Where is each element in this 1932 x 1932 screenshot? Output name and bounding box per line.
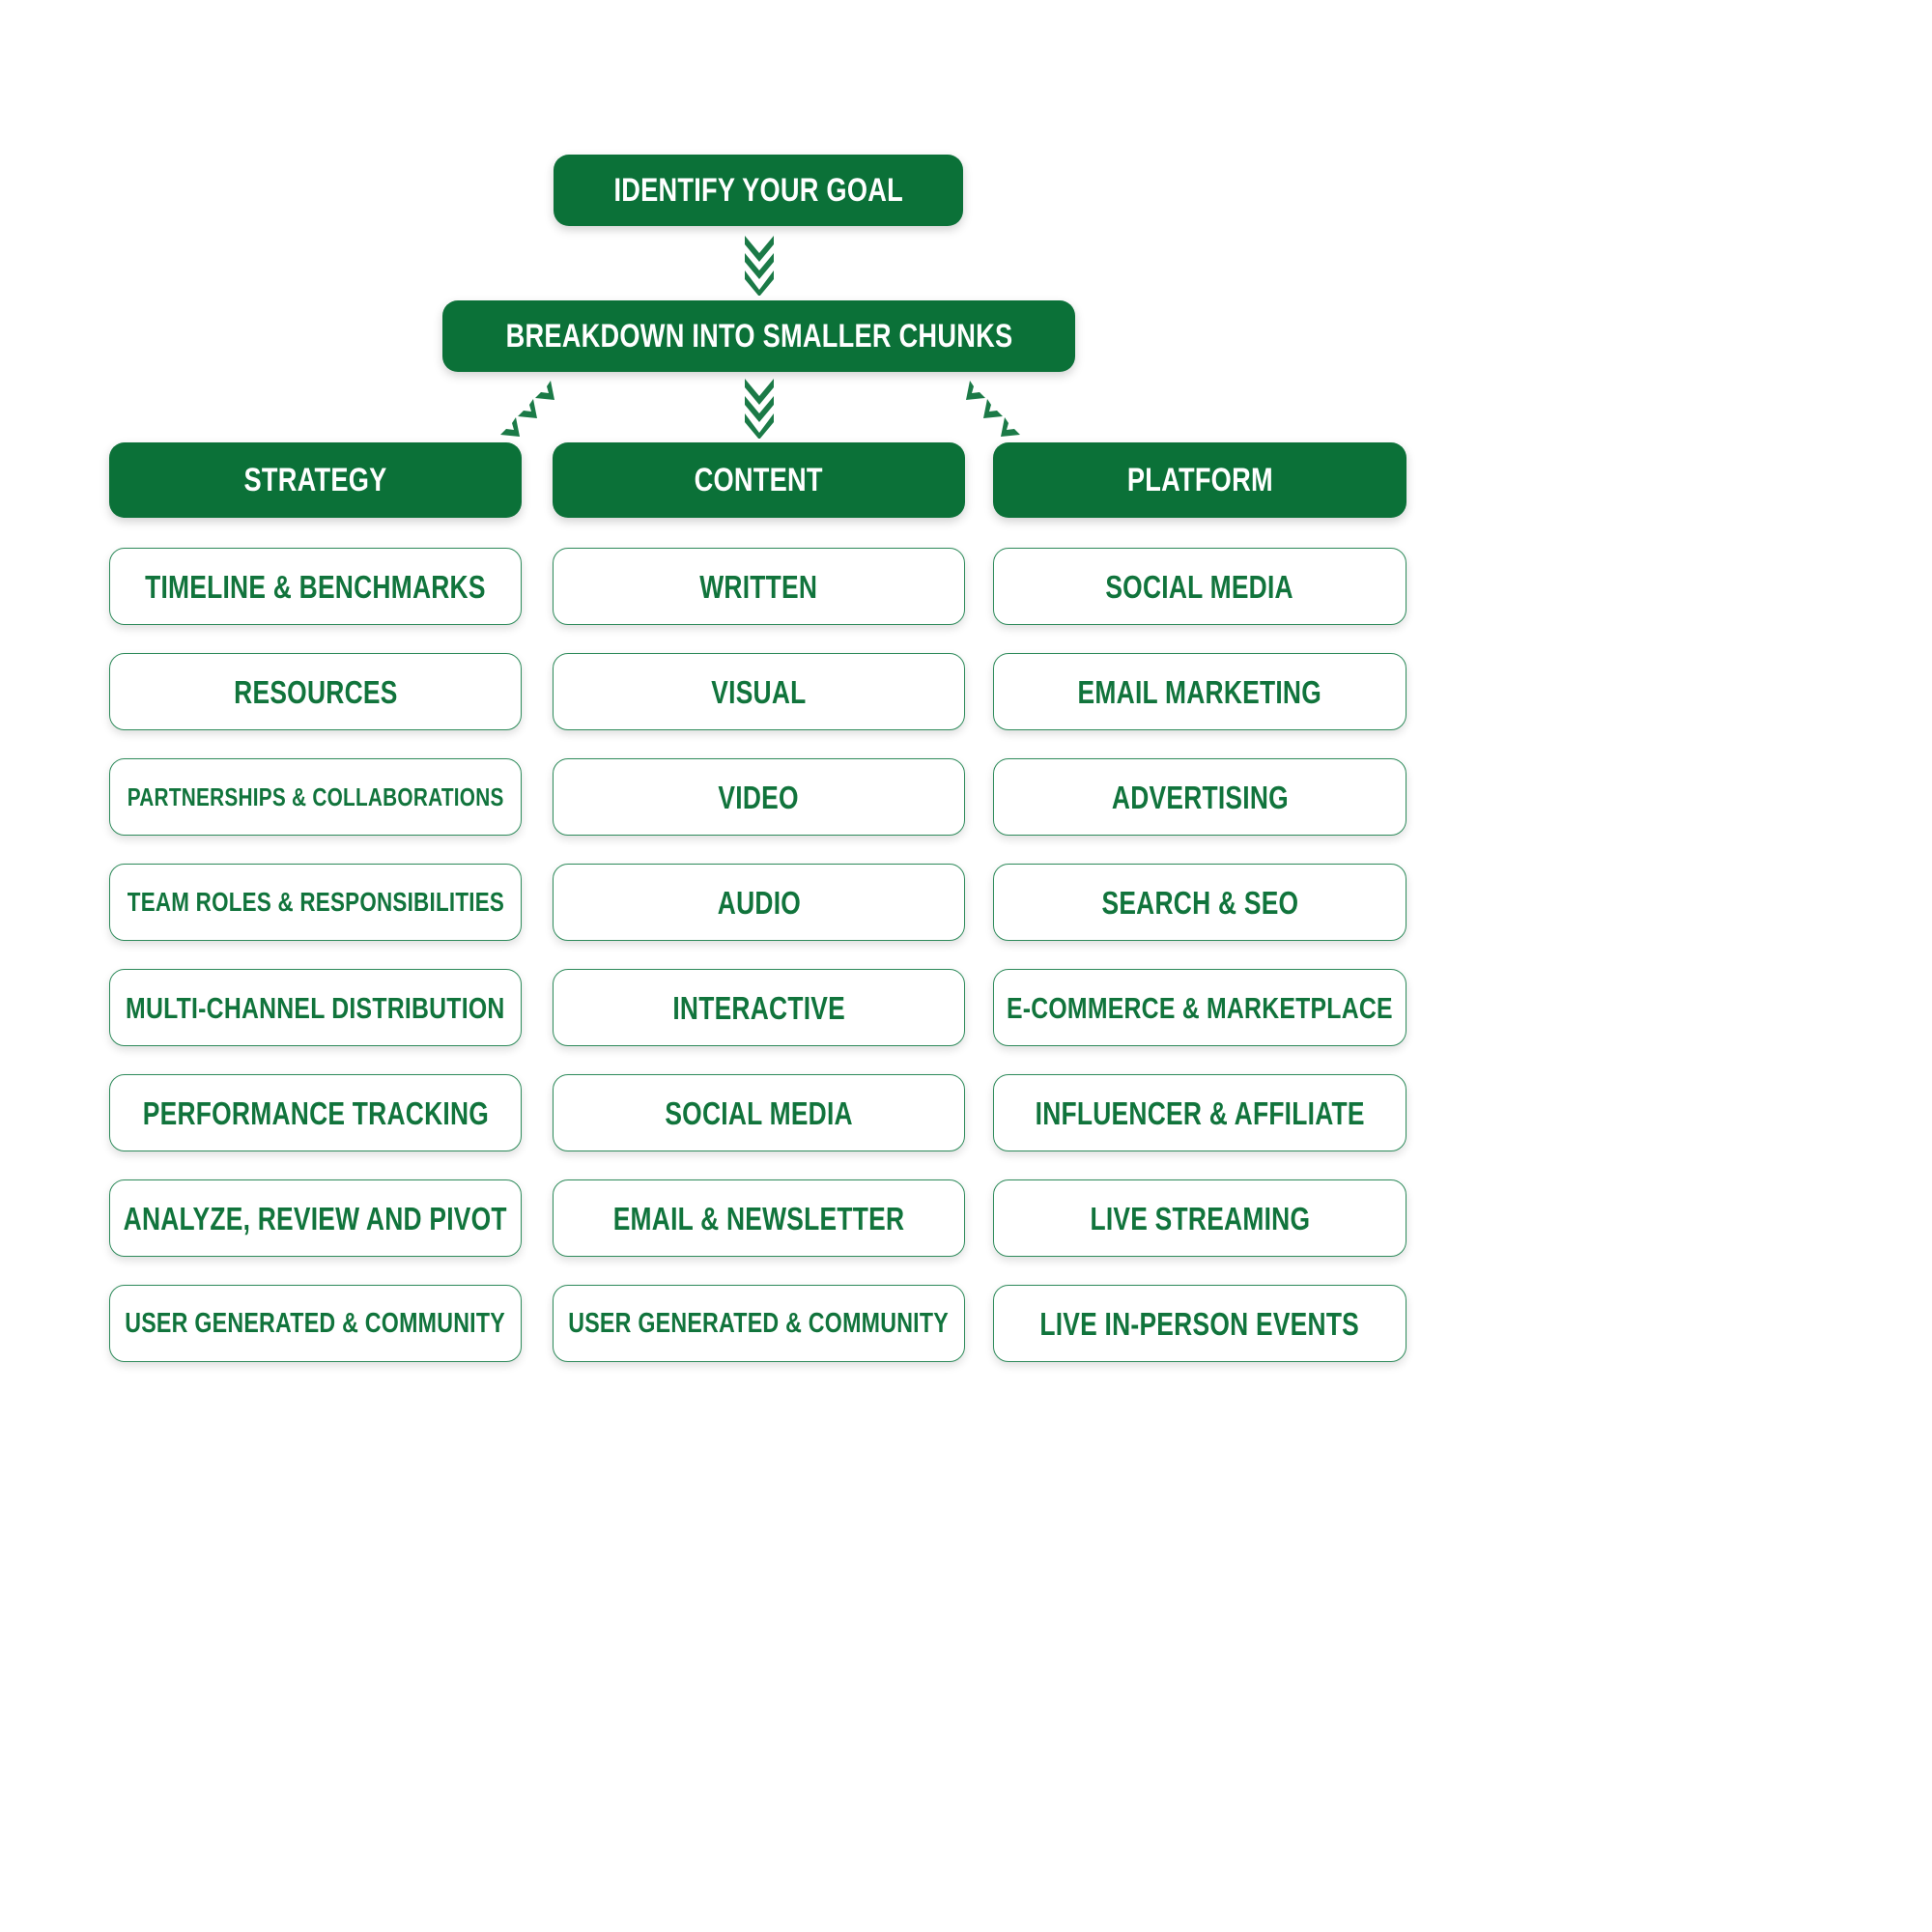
column-header-platform-label: PLATFORM [1126,462,1273,498]
chevron-down-triple-icon [745,379,774,440]
item-label: E-COMMERCE & MARKETPLACE [1007,990,1393,1025]
item-content-7[interactable]: USER GENERATED & COMMUNITY [553,1285,965,1362]
chevron-down-left-triple-icon [500,381,554,437]
node-identify-your-goal[interactable]: IDENTIFY YOUR GOAL [554,155,963,226]
node-breakdown-into-smaller-chunks[interactable]: BREAKDOWN INTO SMALLER CHUNKS [442,300,1075,372]
item-label: ADVERTISING [1111,779,1289,815]
item-strategy-2[interactable]: PARTNERSHIPS & COLLABORATIONS [109,758,522,836]
item-label: WRITTEN [699,568,818,605]
item-platform-4[interactable]: E-COMMERCE & MARKETPLACE [993,969,1406,1046]
item-label: USER GENERATED & COMMUNITY [125,1307,506,1339]
item-platform-0[interactable]: SOCIAL MEDIA [993,548,1406,625]
item-strategy-7[interactable]: USER GENERATED & COMMUNITY [109,1285,522,1362]
item-platform-2[interactable]: ADVERTISING [993,758,1406,836]
item-label: VIDEO [718,779,800,815]
column-header-strategy[interactable]: STRATEGY [109,442,522,518]
connector-breakdown-to-strategy [495,379,562,439]
item-label: PERFORMANCE TRACKING [142,1094,489,1131]
node-breakdown-label: BREAKDOWN INTO SMALLER CHUNKS [505,318,1012,355]
item-platform-1[interactable]: EMAIL MARKETING [993,653,1406,730]
item-label: SOCIAL MEDIA [1105,568,1294,605]
item-label: EMAIL & NEWSLETTER [612,1200,905,1236]
column-header-content[interactable]: CONTENT [553,442,965,518]
chevron-down-triple-icon [745,236,774,297]
connector-breakdown-to-content [742,379,777,440]
item-content-0[interactable]: WRITTEN [553,548,965,625]
item-label: USER GENERATED & COMMUNITY [568,1307,950,1339]
item-strategy-6[interactable]: ANALYZE, REVIEW AND PIVOT [109,1179,522,1257]
item-strategy-0[interactable]: TIMELINE & BENCHMARKS [109,548,522,625]
item-platform-6[interactable]: LIVE STREAMING [993,1179,1406,1257]
item-content-4[interactable]: INTERACTIVE [553,969,965,1046]
item-label: AUDIO [717,884,801,921]
column-header-content-label: CONTENT [694,462,824,498]
item-label: RESOURCES [233,673,398,710]
item-label: LIVE IN-PERSON EVENTS [1039,1305,1360,1342]
column-header-strategy-label: STRATEGY [243,462,387,498]
item-label: VISUAL [711,673,807,710]
column-header-platform[interactable]: PLATFORM [993,442,1406,518]
item-label: PARTNERSHIPS & COLLABORATIONS [127,782,504,811]
item-label: INTERACTIVE [672,989,845,1026]
item-content-1[interactable]: VISUAL [553,653,965,730]
item-strategy-5[interactable]: PERFORMANCE TRACKING [109,1074,522,1151]
item-platform-7[interactable]: LIVE IN-PERSON EVENTS [993,1285,1406,1362]
item-label: MULTI-CHANNEL DISTRIBUTION [126,990,505,1025]
chevron-down-right-triple-icon [966,381,1020,437]
item-platform-3[interactable]: SEARCH & SEO [993,864,1406,941]
item-platform-5[interactable]: INFLUENCER & AFFILIATE [993,1074,1406,1151]
item-content-2[interactable]: VIDEO [553,758,965,836]
item-label: INFLUENCER & AFFILIATE [1035,1094,1365,1131]
item-strategy-4[interactable]: MULTI-CHANNEL DISTRIBUTION [109,969,522,1046]
item-label: SEARCH & SEO [1101,884,1298,921]
item-label: SOCIAL MEDIA [665,1094,853,1131]
item-content-5[interactable]: SOCIAL MEDIA [553,1074,965,1151]
item-content-3[interactable]: AUDIO [553,864,965,941]
item-strategy-1[interactable]: RESOURCES [109,653,522,730]
item-label: TIMELINE & BENCHMARKS [145,568,486,605]
item-strategy-3[interactable]: TEAM ROLES & RESPONSIBILITIES [109,864,522,941]
connector-breakdown-to-platform [958,379,1026,439]
connector-goal-to-breakdown [742,236,777,297]
item-label: TEAM ROLES & RESPONSIBILITIES [127,887,504,917]
node-identify-your-goal-label: IDENTIFY YOUR GOAL [613,172,903,209]
item-label: LIVE STREAMING [1090,1200,1310,1236]
item-label: EMAIL MARKETING [1077,673,1322,710]
item-label: ANALYZE, REVIEW AND PIVOT [123,1200,508,1236]
item-content-6[interactable]: EMAIL & NEWSLETTER [553,1179,965,1257]
